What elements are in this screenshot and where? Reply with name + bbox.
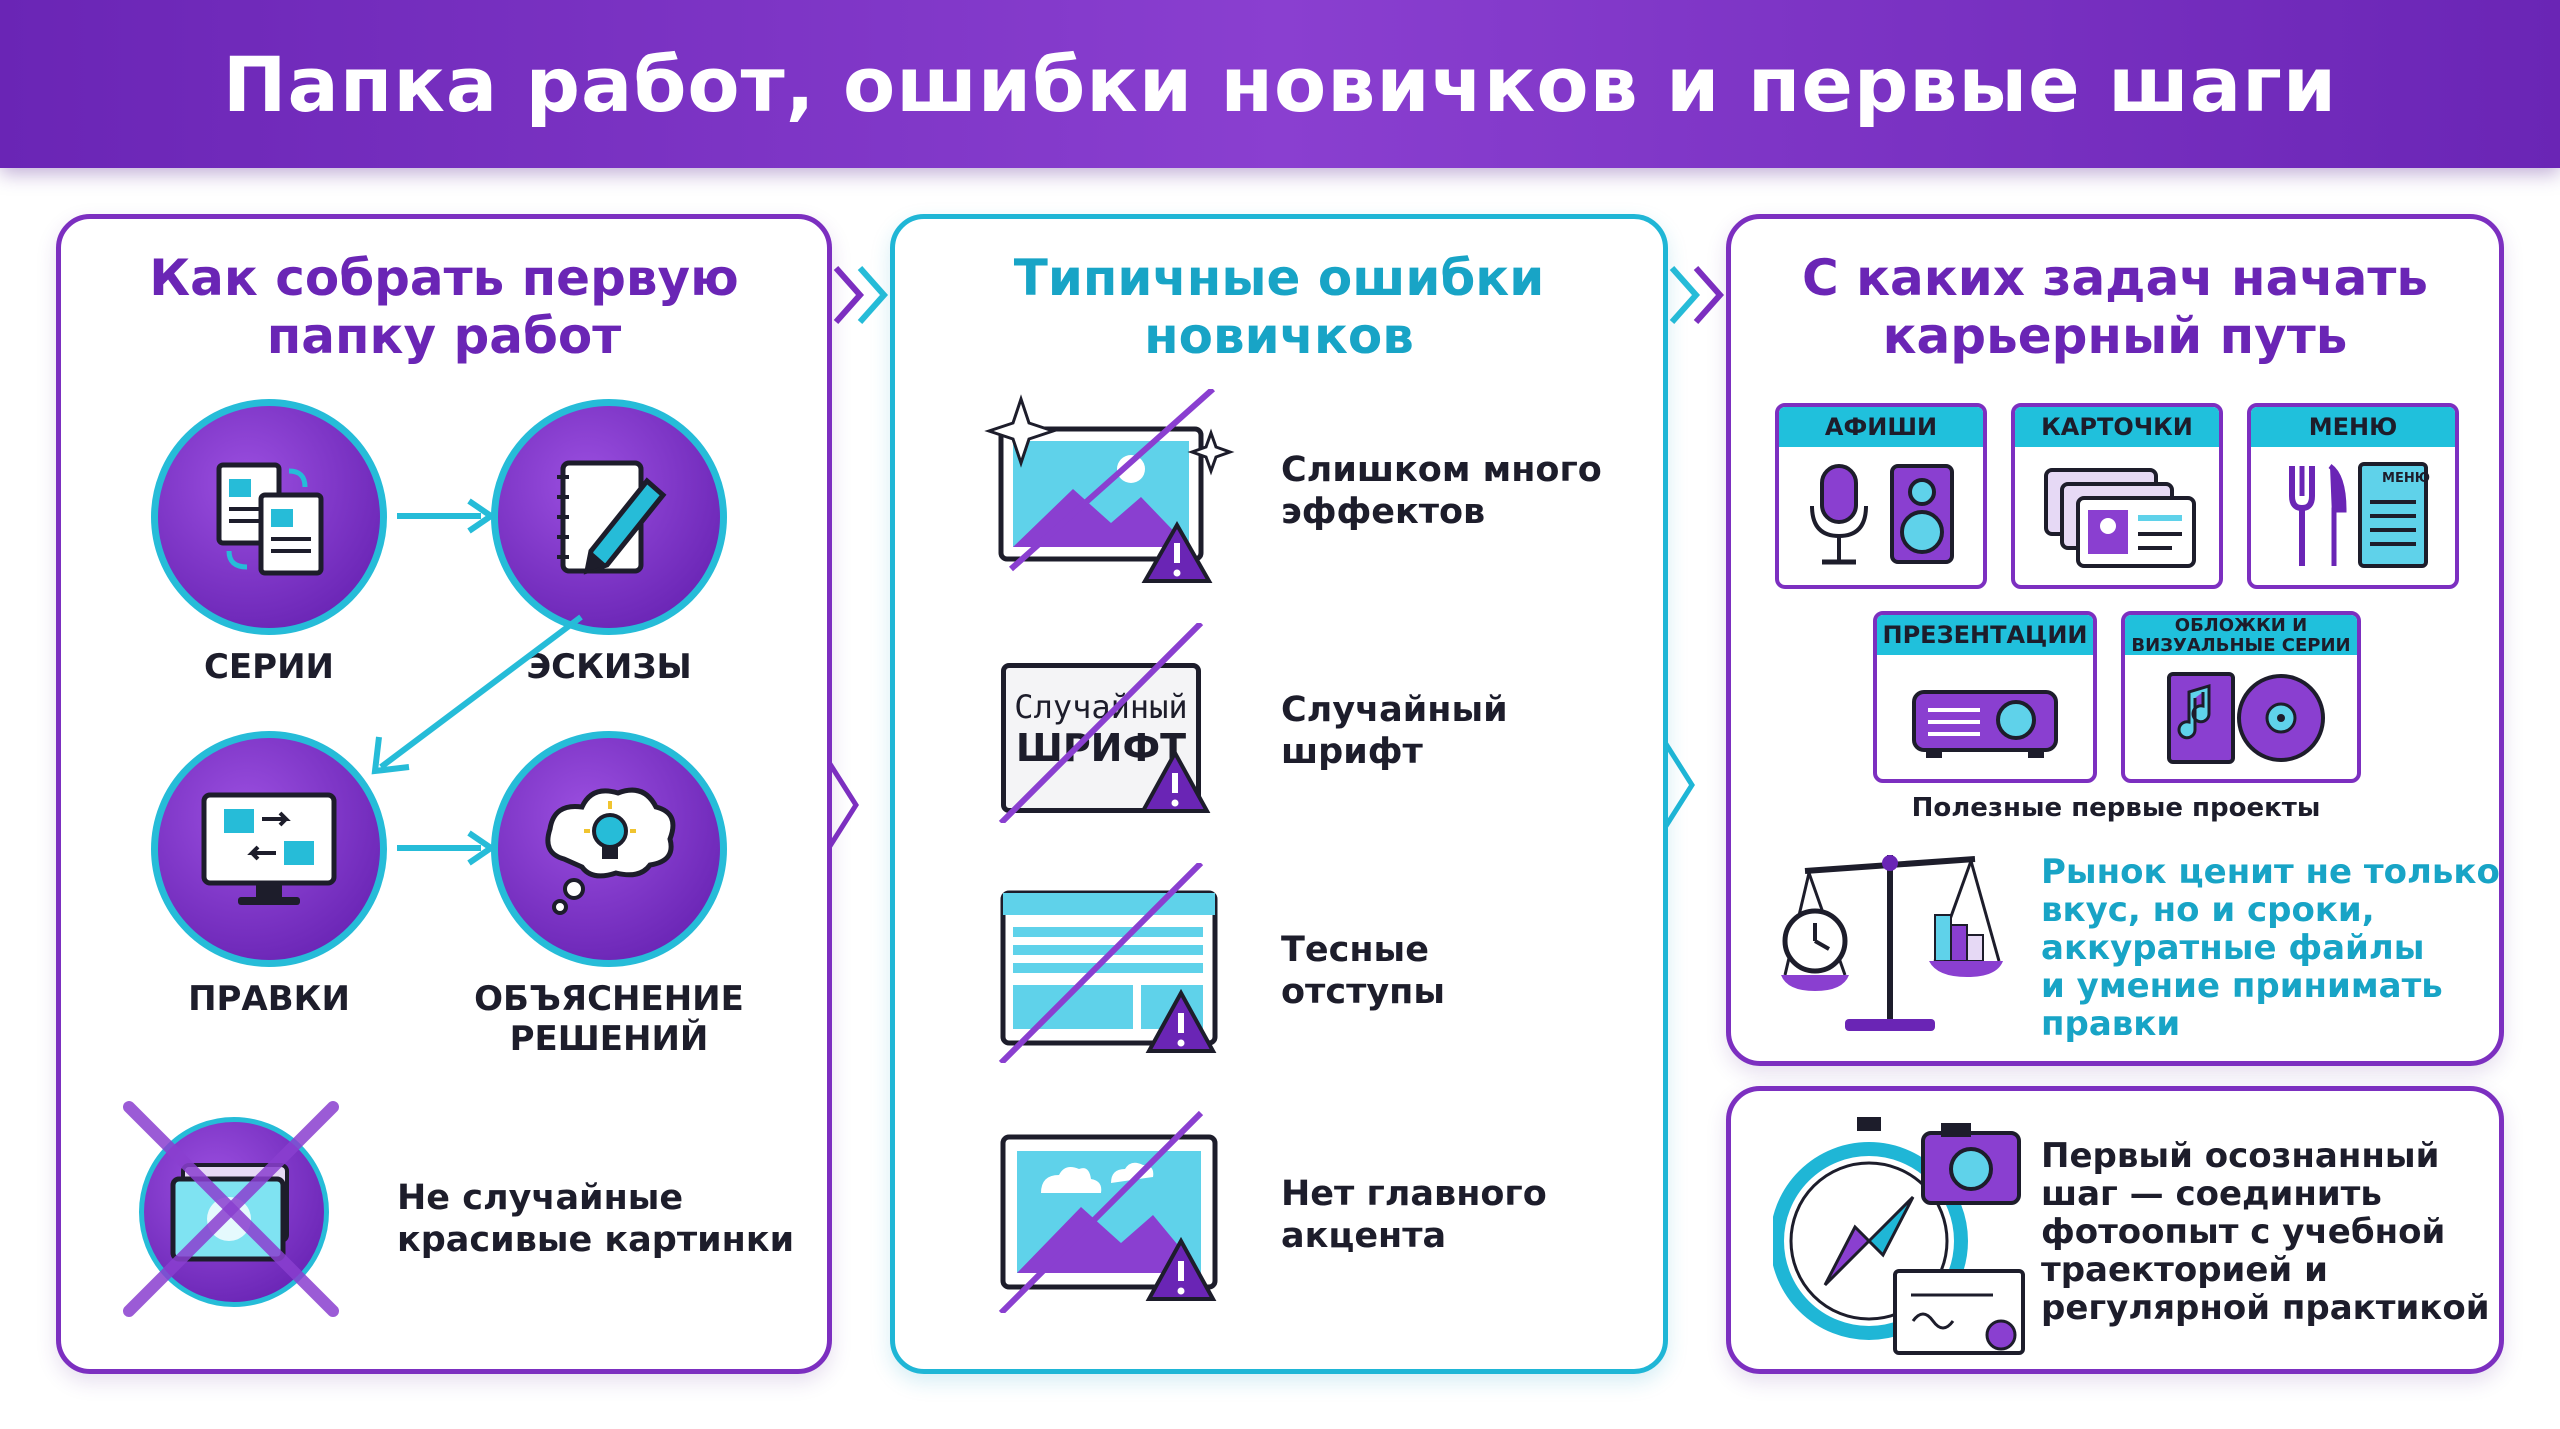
cards-icon (2044, 468, 2196, 568)
book-vinyl-icon (2167, 672, 2325, 764)
task-posters: АФИШИ (1775, 403, 1987, 589)
mistake-font-line1: Случайный (1281, 690, 1508, 730)
task-cards-label: КАРТОЧКИ (2015, 407, 2219, 447)
effects-image-icon (984, 389, 1235, 583)
mistake-effects-line1: Слишком много (1281, 450, 1602, 490)
task-presentations: ПРЕЗЕНТАЦИИ (1873, 611, 2097, 783)
not-random-line2: красивые картинки (397, 1220, 795, 1260)
mistake-spacing-line1: Тесные (1281, 930, 1429, 970)
random-font-icon: Случайный ШРИФТ (991, 623, 1231, 823)
task-covers: ОБЛОЖКИ И ВИЗУАЛЬНЫЕ СЕРИИ (2121, 611, 2361, 783)
portfolio-panel: Как собрать первую папку работ СЕРИИ (56, 214, 832, 1374)
task-posters-label: АФИШИ (1779, 407, 1983, 447)
arrow-right-icon (397, 498, 497, 534)
task-menu: МЕНЮ МЕНЮ (2247, 403, 2459, 589)
mistake-font-line2: шрифт (1281, 732, 1423, 772)
sketches-circle (491, 399, 727, 635)
not-random-line1: Не случайные (397, 1178, 684, 1218)
series-label: СЕРИИ (203, 647, 334, 687)
mistakes-title: Типичные ошибки новичков (895, 249, 1663, 365)
mistake-effects-text: Слишком много эффектов (1281, 449, 1661, 533)
projector-icon (1912, 690, 2058, 758)
header-banner: Папка работ, ошибки новичков и первые ша… (0, 0, 2560, 168)
random-pictures-crossed (121, 1099, 341, 1319)
monitor-edits-icon (201, 792, 337, 905)
explanation-label-line2: РЕШЕНИЙ (509, 1019, 709, 1059)
mistake-font-text: Случайный шрифт (1281, 689, 1661, 773)
series-circle (151, 399, 387, 635)
mistakes-title-line1: Типичные ошибки (1013, 249, 1545, 307)
first-step-line-4: траекторией и (2041, 1250, 2328, 1290)
portfolio-title: Как собрать первую папку работ (61, 249, 827, 365)
mistake-spacing-line2: отступы (1281, 972, 1446, 1012)
market-line-4: и умение принимать (2041, 966, 2443, 1006)
mistakes-panel: Типичные ошибки новичков Слишком много э… (890, 214, 1668, 1374)
first-step-note: Первый осознанный шаг — соединить фотооп… (2041, 1137, 2501, 1327)
career-title-line2: карьерный путь (1882, 307, 2348, 365)
market-line-1: Рынок ценит не только (2041, 852, 2500, 892)
market-note: Рынок ценит не только вкус, но и сроки, … (2041, 853, 2501, 1043)
not-random-text: Не случайные красивые картинки (397, 1177, 817, 1261)
market-line-5: правки (2041, 1004, 2181, 1044)
mistake-spacing-text: Тесные отступы (1281, 929, 1661, 1013)
portfolio-title-line2: папку работ (266, 307, 622, 365)
edits-circle (151, 731, 387, 967)
task-covers-label: ОБЛОЖКИ И ВИЗУАЛЬНЫЕ СЕРИИ (2125, 615, 2357, 656)
lightbulb-icon (545, 787, 676, 915)
no-accent-icon (998, 1110, 1218, 1313)
font-sample-line2: ШРИФТ (1015, 726, 1187, 770)
mistake-effects-line2: эффектов (1281, 492, 1486, 532)
mistake-accent-text: Нет главного акцента (1281, 1173, 1661, 1257)
market-line-2: вкус, но и сроки, (2041, 890, 2375, 930)
first-step-line-5: регулярной практикой (2041, 1288, 2490, 1328)
cross-icon (123, 1101, 339, 1317)
compass-camera-certificate-icon (1773, 1117, 2025, 1355)
task-menu-label: МЕНЮ (2251, 407, 2455, 447)
panel-notch-icon-2 (1663, 742, 1695, 828)
market-line-3: аккуратные файлы (2041, 928, 2425, 968)
microphone-speaker-icon (1810, 464, 1954, 565)
mistakes-title-line2: новичков (1144, 307, 1414, 365)
first-step-line-1: Первый осознанный (2041, 1136, 2440, 1176)
portfolio-title-line1: Как собрать первую (149, 249, 739, 307)
task-covers-label-line1: ОБЛОЖКИ И (2174, 615, 2308, 636)
task-cards: КАРТОЧКИ (2011, 403, 2223, 589)
tight-spacing-icon (998, 863, 1218, 1063)
explanation-label: ОБЪЯСНЕНИЕ РЕШЕНИЙ (451, 979, 767, 1059)
page-title: Папка работ, ошибки новичков и первые ша… (222, 39, 2338, 129)
first-step-line-2: шаг — соединить (2041, 1174, 2382, 1214)
mistake-accent-line2: акцента (1281, 1216, 1447, 1256)
arrow-right-icon-2 (397, 830, 497, 866)
task-presentations-label: ПРЕЗЕНТАЦИИ (1877, 615, 2093, 655)
explanation-circle (491, 731, 727, 967)
first-step-line-3: фотоопыт с учебной (2041, 1212, 2446, 1252)
chevron-right-icon (833, 266, 889, 324)
career-panel: С каких задач начать карьерный путь АФИШ… (1726, 214, 2504, 1066)
arrow-diagonal-icon (371, 614, 583, 775)
edits-label: ПРАВКИ (188, 979, 350, 1019)
menu-card-text: МЕНЮ (2382, 471, 2430, 486)
documents-icon (216, 462, 324, 576)
useful-projects-caption: Полезные первые проекты (1911, 793, 2321, 823)
sketches-label: ЭСКИЗЫ (526, 647, 692, 687)
scales-icon (1781, 855, 2003, 1031)
career-title: С каких задач начать карьерный путь (1731, 249, 2499, 365)
career-title-line1: С каких задач начать (1801, 249, 2428, 307)
task-covers-label-line2: ВИЗУАЛЬНЫЕ СЕРИИ (2131, 635, 2351, 656)
panel-notch-icon (827, 762, 859, 848)
mistake-accent-line1: Нет главного (1281, 1174, 1547, 1214)
notebook-pencil-icon (557, 460, 667, 575)
cutlery-menu-icon (2289, 462, 2428, 568)
strike-warning-icon (998, 623, 1211, 823)
explanation-label-line1: ОБЪЯСНЕНИЕ (474, 979, 744, 1019)
chevron-right-icon-2 (1669, 266, 1725, 324)
first-step-panel: Первый осознанный шаг — соединить фотооп… (1726, 1086, 2504, 1374)
